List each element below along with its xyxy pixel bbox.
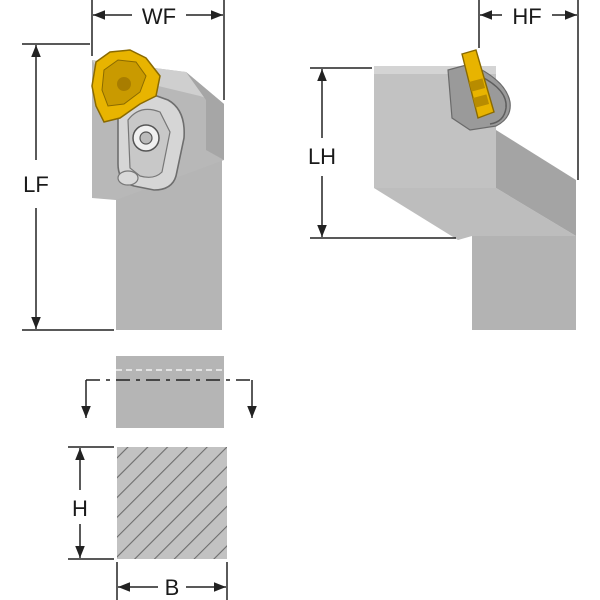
side-view [374, 49, 576, 330]
dimension-wf: WF [91, 0, 225, 100]
dimension-h: H [68, 446, 114, 560]
label-lh: LH [308, 144, 336, 169]
label-wf: WF [142, 4, 176, 29]
cross-section [117, 447, 227, 559]
top-shank [116, 356, 224, 428]
dimension-hf: HF [478, 0, 579, 180]
front-view [91, 49, 224, 330]
label-h: H [72, 496, 88, 521]
label-hf: HF [512, 4, 541, 29]
dimension-lf: LF [22, 43, 114, 331]
dimension-b: B [116, 562, 228, 600]
side-shank [472, 236, 576, 330]
top-view [81, 356, 257, 428]
label-b: B [165, 575, 180, 600]
dimension-lh: LH [308, 67, 456, 239]
label-lf: LF [23, 172, 49, 197]
